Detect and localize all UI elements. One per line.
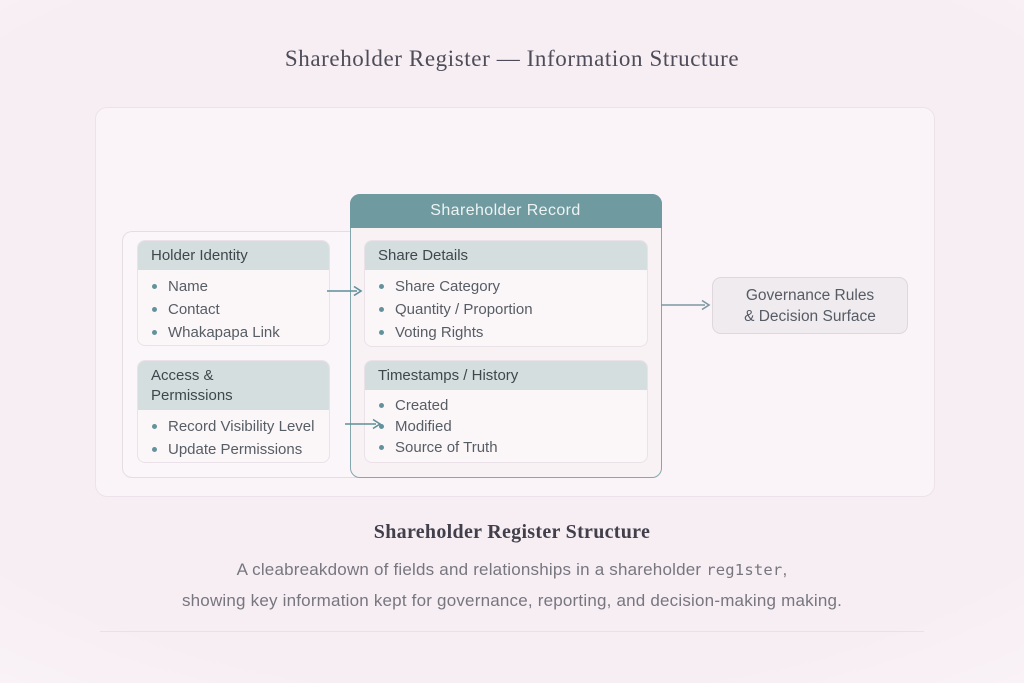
share-details-header: Share Details <box>365 241 647 270</box>
item-label: Voting Rights <box>395 324 484 341</box>
bullet-icon <box>152 447 157 452</box>
governance-line2: & Decision Surface <box>744 307 876 325</box>
timestamps-history-items: Created Modified Source of Truth <box>365 390 647 458</box>
arrow-right-icon <box>345 418 382 430</box>
caption-line-1: A cleabreakdown of fields and relationsh… <box>0 560 1024 580</box>
bullet-icon <box>379 307 384 312</box>
share-details-section: Share Details Share Category Quantity / … <box>364 240 648 347</box>
bullet-icon <box>152 307 157 312</box>
list-item: Modified <box>365 416 647 437</box>
shareholder-record-box: Shareholder Record Share Details Share C… <box>349 193 662 478</box>
governance-rules-box: Governance Rules & Decision Surface <box>712 277 908 334</box>
access-permissions-header: Access & Permissions <box>138 361 329 410</box>
shareholder-record-header: Shareholder Record <box>349 193 662 228</box>
holder-identity-header: Holder Identity <box>138 241 329 270</box>
list-item: Record Visibility Level <box>138 415 329 438</box>
item-label: Modified <box>395 418 452 435</box>
caption-line-2: showing key information kept for governa… <box>181 591 843 610</box>
item-label: Whakapapa Link <box>168 324 280 341</box>
item-label: Update Permissions <box>168 441 303 458</box>
bullet-icon <box>379 424 384 429</box>
list-item: Contact <box>138 298 329 321</box>
list-item: Created <box>365 395 647 416</box>
caption-line1-text: A cleabreakdown of fields and relationsh… <box>236 560 707 579</box>
item-label: Quantity / Proportion <box>395 301 533 318</box>
access-permissions-items: Record Visibility Level Update Permissio… <box>138 410 329 461</box>
list-item: Update Permissions <box>138 438 329 461</box>
timestamps-history-header: Timestamps / History <box>365 361 647 390</box>
caption-line1-mono: reg1ster <box>706 561 783 579</box>
bullet-icon <box>379 403 384 408</box>
list-item: Source of Truth <box>365 437 647 458</box>
bullet-icon <box>152 284 157 289</box>
page-title: Shareholder Register — Information Struc… <box>284 46 740 71</box>
access-permissions-box: Access & Permissions Record Visibility L… <box>137 360 330 463</box>
bullet-icon <box>152 424 157 429</box>
footer-divider <box>100 631 924 632</box>
item-label: Record Visibility Level <box>168 418 315 435</box>
list-item: Voting Rights <box>365 321 647 344</box>
timestamps-history-section: Timestamps / History Created Modified So… <box>364 360 648 463</box>
bullet-icon <box>379 330 384 335</box>
bullet-icon <box>379 445 384 450</box>
governance-line1: Governance Rules <box>745 286 875 304</box>
bullet-icon <box>379 284 384 289</box>
list-item: Whakapapa Link <box>138 321 329 344</box>
bullet-icon <box>152 330 157 335</box>
caption-heading: Shareholder Register Structure <box>373 521 651 543</box>
share-details-items: Share Category Quantity / Proportion Vot… <box>365 270 647 344</box>
item-label: Created <box>395 397 449 414</box>
item-label: Source of Truth <box>395 439 498 456</box>
list-item: Quantity / Proportion <box>365 298 647 321</box>
arrow-right-icon <box>661 299 711 311</box>
item-label: Share Category <box>395 278 501 295</box>
item-label: Contact <box>168 301 220 318</box>
list-item: Name <box>138 275 329 298</box>
list-item: Share Category <box>365 275 647 298</box>
holder-identity-items: Name Contact Whakapapa Link <box>138 270 329 344</box>
item-label: Name <box>168 278 209 295</box>
caption-line1-suffix: , <box>782 560 788 579</box>
arrow-right-icon <box>327 285 363 297</box>
holder-identity-box: Holder Identity Name Contact Whakapapa L… <box>137 240 330 346</box>
